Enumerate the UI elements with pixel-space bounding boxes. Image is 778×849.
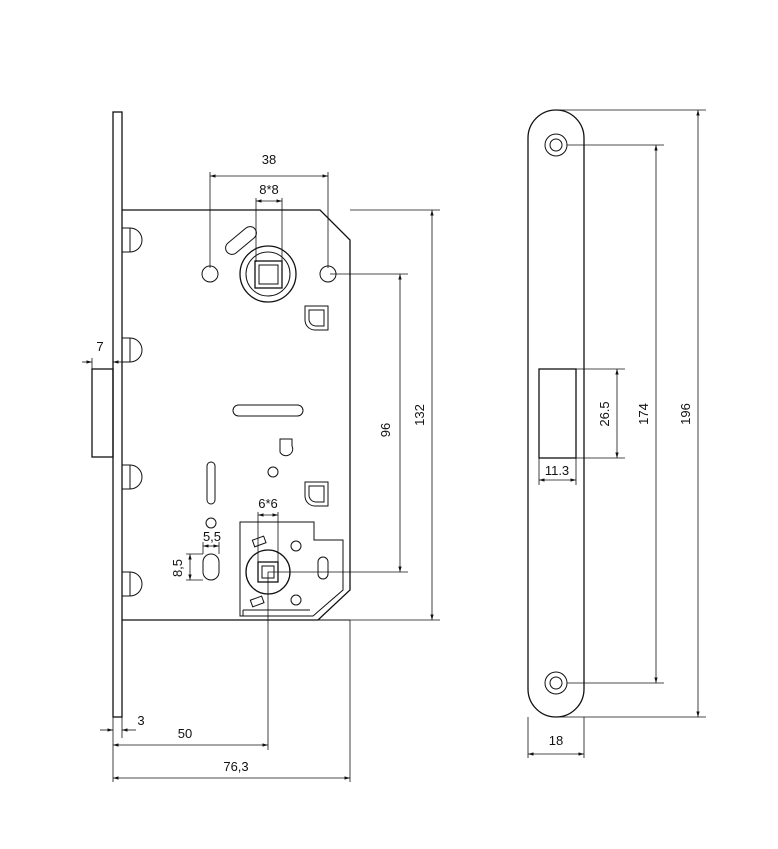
- dim-8x8: 8*8: [259, 182, 279, 197]
- dim-18: 18: [549, 733, 563, 748]
- faceplate-pegs: [122, 227, 143, 597]
- right-dimensions: 26.5 174 196 11.3 18: [527, 109, 706, 758]
- horizontal-slot: [232, 404, 304, 417]
- small-d-cutout: [279, 438, 294, 457]
- dim-132: 132: [412, 404, 427, 426]
- mount-hole-left: [201, 265, 219, 283]
- dim-76-3: 76,3: [223, 759, 248, 774]
- cutout-upper: [304, 305, 329, 331]
- mortise-lock-body-view: [91, 111, 351, 718]
- follower-hub: [239, 245, 297, 303]
- dim-8-5: 8,5: [170, 559, 185, 577]
- vertical-slot: [206, 461, 216, 505]
- dim-5-5: 5,5: [203, 529, 221, 544]
- screw-hole-top: [544, 133, 568, 157]
- strike-opening: [538, 368, 577, 459]
- dim-38: 38: [262, 152, 276, 167]
- dim-50: 50: [178, 726, 192, 741]
- diagonal-slot: [225, 226, 257, 255]
- faceplate: [112, 111, 123, 718]
- dim-11-3: 11.3: [545, 463, 569, 478]
- dim-96: 96: [378, 423, 393, 437]
- latch-bolt: [91, 368, 114, 458]
- dim-3: 3: [137, 713, 144, 728]
- cutout-lower: [304, 481, 329, 507]
- oval-slot: [202, 553, 220, 581]
- dim-26-5: 26.5: [597, 401, 612, 426]
- left-dimensions: 38 8*8 96 132 7 6*6 5,5 8: [82, 152, 440, 782]
- screw-hole-bottom: [544, 671, 568, 695]
- dim-7: 7: [96, 339, 103, 354]
- dim-6x6: 6*6: [258, 496, 278, 511]
- dim-196: 196: [678, 403, 693, 425]
- small-hole: [267, 466, 279, 478]
- dim-174: 174: [636, 403, 651, 425]
- strike-plate-view: [527, 109, 585, 718]
- privacy-plate: [239, 521, 344, 617]
